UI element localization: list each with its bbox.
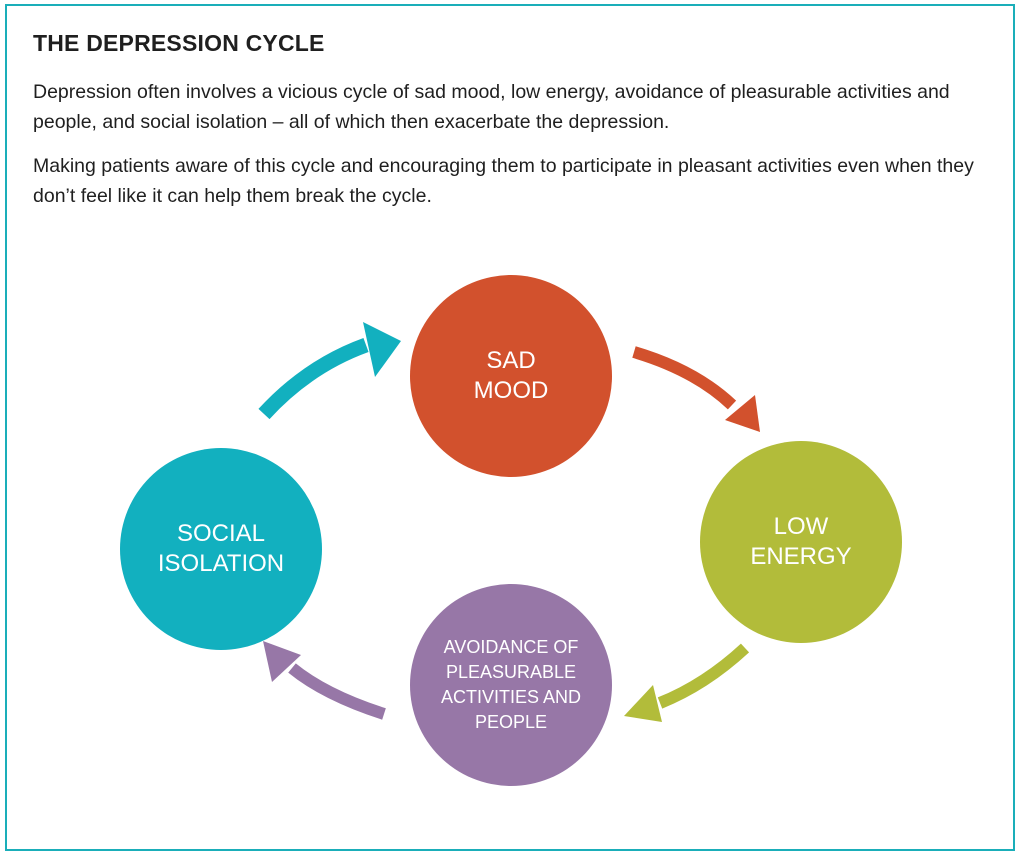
node-social-isolation: SOCIAL ISOLATION <box>120 448 322 650</box>
node-low-energy-label: LOW ENERGY <box>750 513 852 570</box>
page-title: THE DEPRESSION CYCLE <box>33 30 325 56</box>
arrow-low-to-avoid <box>624 643 750 722</box>
node-low-energy: LOW ENERGY <box>700 441 902 643</box>
node-sad-mood-label: SAD MOOD <box>473 347 549 404</box>
arrow-avoid-to-social <box>263 641 386 720</box>
node-avoidance-label: AVOIDANCE OF PLEASURABLE ACTIVITIES AND … <box>440 637 582 732</box>
arrow-social-to-sad <box>258 322 401 420</box>
guidance-paragraph: Making patients aware of this cycle and … <box>33 155 974 207</box>
node-avoidance: AVOIDANCE OF PLEASURABLE ACTIVITIES AND … <box>410 584 612 786</box>
arrow-sad-to-low <box>632 346 760 432</box>
node-sad-mood: SAD MOOD <box>410 275 612 477</box>
intro-paragraph: Depression often involves a vicious cycl… <box>33 81 950 133</box>
node-social-isolation-label: SOCIAL ISOLATION <box>157 520 285 577</box>
